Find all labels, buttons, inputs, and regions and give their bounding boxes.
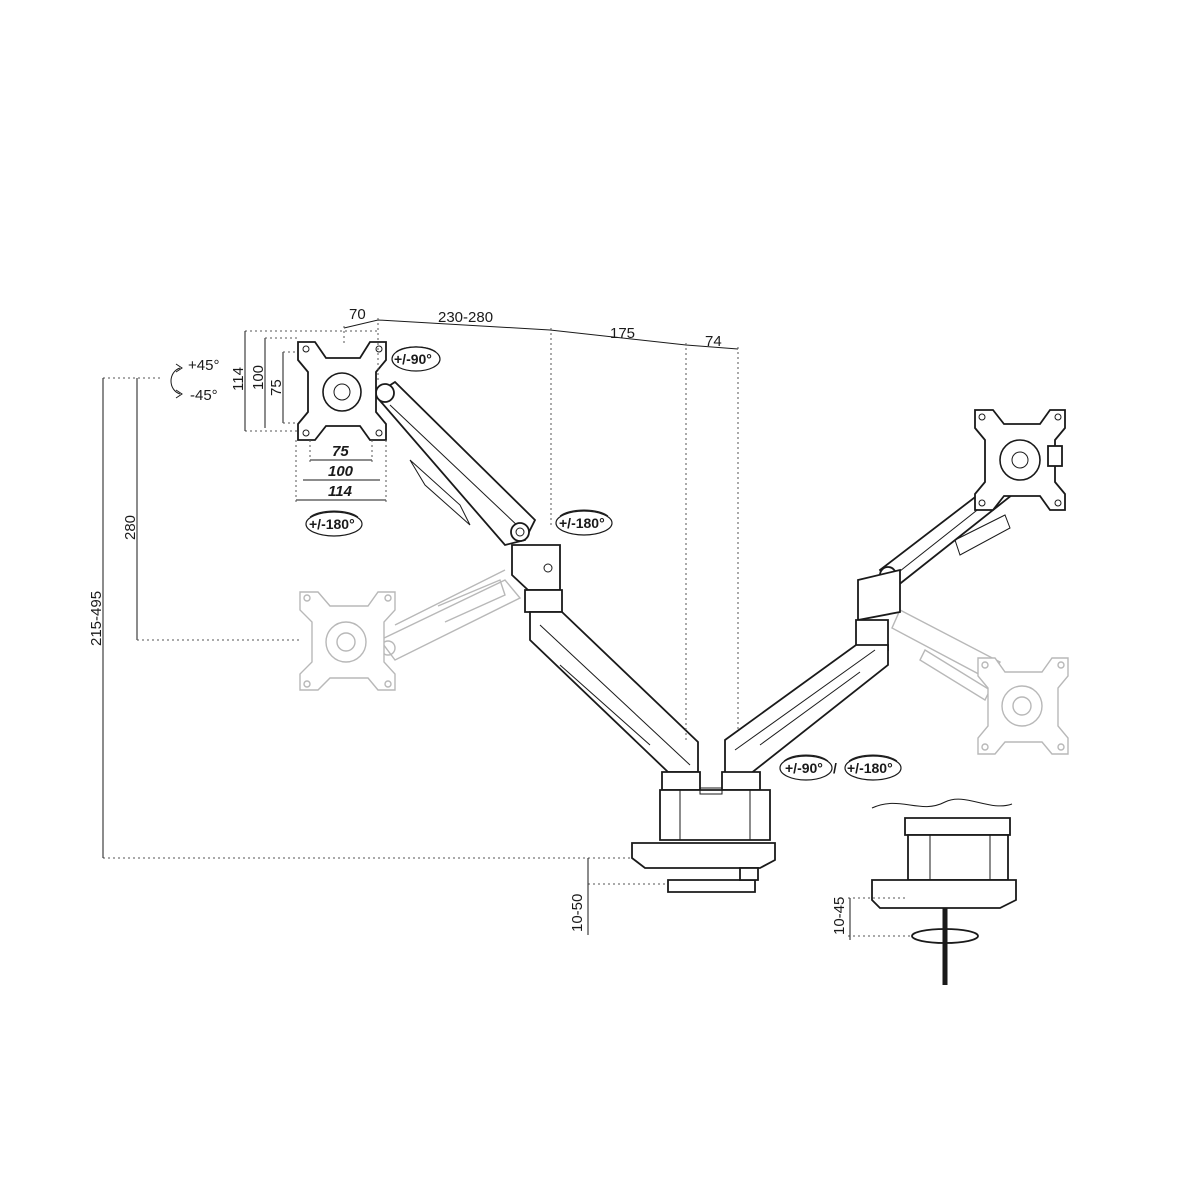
left-elbow-joint (511, 544, 563, 613)
dim-vesa-height-outer: 114 (230, 367, 247, 391)
desk-clamp (631, 842, 776, 893)
base-swivel-label: +/-90° (785, 760, 823, 776)
height-dimension-lines (102, 377, 912, 940)
dim-vesa-height-inner: 75 (268, 379, 285, 396)
ghost-right-vesa-plate (977, 657, 1069, 755)
dim-arm-reach: 230-280 (438, 309, 493, 326)
dim-clamp-thickness: 10-50 (569, 894, 586, 932)
dim-total-height: 215-495 (88, 591, 105, 646)
rotation-arrow-icon (309, 510, 359, 518)
rotation-arrow-icon (395, 346, 437, 353)
base-rotate-label: +/-180° (847, 760, 893, 776)
base-separator: / (833, 760, 837, 776)
dim-pole-offset: 74 (705, 333, 722, 350)
dim-offset-top: 70 (349, 306, 366, 323)
elbow-rotate-label: +/-180° (559, 515, 605, 531)
rotation-arrow-icon (783, 754, 829, 762)
rotation-arrow-icon (559, 509, 609, 517)
pole-collar (659, 771, 771, 841)
rotation-badge-head-rotate: +/-180° (305, 510, 363, 537)
rotation-arrow-icon (848, 754, 898, 762)
dim-upper-segment: 175 (610, 325, 635, 342)
ghost-right-arm (891, 609, 1001, 701)
rotation-badge-elbow-rotate: +/-180° (555, 509, 613, 536)
head-rotate-label: +/-180° (309, 516, 355, 532)
dim-height-travel: 280 (122, 515, 139, 540)
left-vesa-plate (297, 341, 387, 441)
left-upper-arm (373, 380, 537, 547)
head-swivel-label: +/-90° (394, 351, 432, 367)
tilt-down-label: -45° (190, 387, 218, 404)
tilt-up-label: +45° (188, 357, 219, 374)
vesa-dimension-lines (244, 330, 387, 502)
top-dimension-lines (343, 318, 739, 740)
ghost-left-arm (378, 569, 522, 661)
left-lower-arm (529, 611, 699, 773)
right-elbow-joint (855, 568, 901, 651)
curved-arrow-icon (170, 363, 183, 399)
dim-vesa-width-inner: 75 (332, 443, 349, 460)
rotation-badge-base: +/-90° / +/-180° (779, 754, 902, 781)
dim-vesa-height-mid: 100 (250, 365, 267, 390)
rotation-badge-head-swivel: +/-90° (391, 346, 441, 372)
dim-grommet-thickness: 10-45 (831, 897, 848, 935)
ghost-left-vesa-plate (299, 591, 396, 691)
dim-vesa-width-outer: 114 (328, 483, 353, 500)
right-vesa-plate (974, 409, 1066, 511)
grommet-detail (871, 798, 1017, 985)
dim-vesa-width-mid: 100 (328, 463, 354, 480)
